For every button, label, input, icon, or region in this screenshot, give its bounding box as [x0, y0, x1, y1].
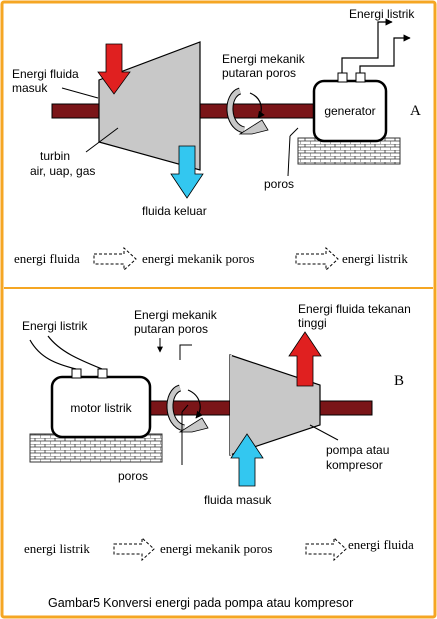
panel-letter-a: A — [410, 103, 421, 119]
label-energi-fluida-tekanan-1: Energi fluida tekanan — [298, 302, 411, 316]
fluid-high-pressure-arrow — [288, 331, 322, 387]
motor-base — [29, 433, 163, 463]
label-poros-b: poros — [118, 469, 148, 483]
caption-text: Konversi energi pada pompa atau kompreso… — [103, 596, 353, 610]
label-poros-a: poros — [264, 177, 294, 191]
part-a: Energi listrik Energi fluida masuk Energ… — [12, 7, 421, 272]
flow-b-arrow-1 — [113, 536, 155, 562]
label-motor-listrik: motor listrik — [70, 401, 132, 415]
label-energi-mekanik-b-2: putaran poros — [134, 322, 208, 336]
label-energi-fluida-masuk-1: Energi fluida — [12, 67, 79, 81]
electric-input-wire-2 — [47, 335, 103, 370]
flow-b-step-2: energi mekanik poros — [160, 541, 272, 556]
flow-b-step-1: energi listrik — [24, 541, 90, 556]
fluid-inlet-arrow-b — [230, 433, 264, 487]
fluid-outlet-arrow — [170, 145, 204, 199]
flow-a-arrow-1 — [93, 246, 137, 272]
label-pompa-1: pompa atau — [326, 443, 389, 457]
label-turbin-2: air, uap, gas — [30, 164, 95, 178]
part-b: Energi listrik Energi mekanik putaran po… — [22, 302, 414, 562]
label-energi-listrik-a: Energi listrik — [349, 7, 415, 21]
label-energi-fluida-masuk-2: masuk — [12, 81, 48, 95]
flow-a-step-1: energi fluida — [14, 251, 80, 266]
flow-a-step-3: energi listrik — [342, 251, 408, 266]
label-energi-mekanik-a-1: Energi mekanik — [222, 52, 306, 66]
flow-b-arrow-2 — [305, 536, 347, 562]
electric-output-line-1 — [341, 18, 393, 73]
caption-number: 5 — [93, 596, 100, 610]
label-energi-mekanik-b-1: Energi mekanik — [134, 308, 218, 322]
label-energi-listrik-b: Energi listrik — [22, 319, 88, 333]
electric-input-wire-1 — [29, 339, 77, 370]
label-energi-fluida-tekanan-2: tinggi — [298, 316, 327, 330]
flow-a-arrow-2 — [295, 246, 339, 272]
rotation-arrow-b — [167, 385, 185, 431]
panel-letter-b: B — [394, 373, 404, 389]
rotation-arrow-a — [227, 88, 245, 133]
label-energi-mekanik-a-2: putaran poros — [222, 66, 296, 80]
label-pompa-2: kompresor — [326, 458, 383, 472]
label-turbin-1: turbin — [40, 149, 70, 163]
label-generator: generator — [324, 104, 375, 118]
label-fluida-masuk: fluida masuk — [204, 493, 272, 507]
label-fluida-keluar: fluida keluar — [142, 204, 207, 218]
electric-output-line-2 — [359, 34, 411, 73]
flow-a-step-2: energi mekanik poros — [142, 251, 254, 266]
generator-box — [312, 79, 388, 143]
flow-b-step-3: energi fluida — [348, 537, 414, 552]
generator-base — [297, 137, 401, 165]
caption-label: Gambar — [48, 596, 93, 610]
fluid-inlet-arrow — [97, 43, 131, 95]
